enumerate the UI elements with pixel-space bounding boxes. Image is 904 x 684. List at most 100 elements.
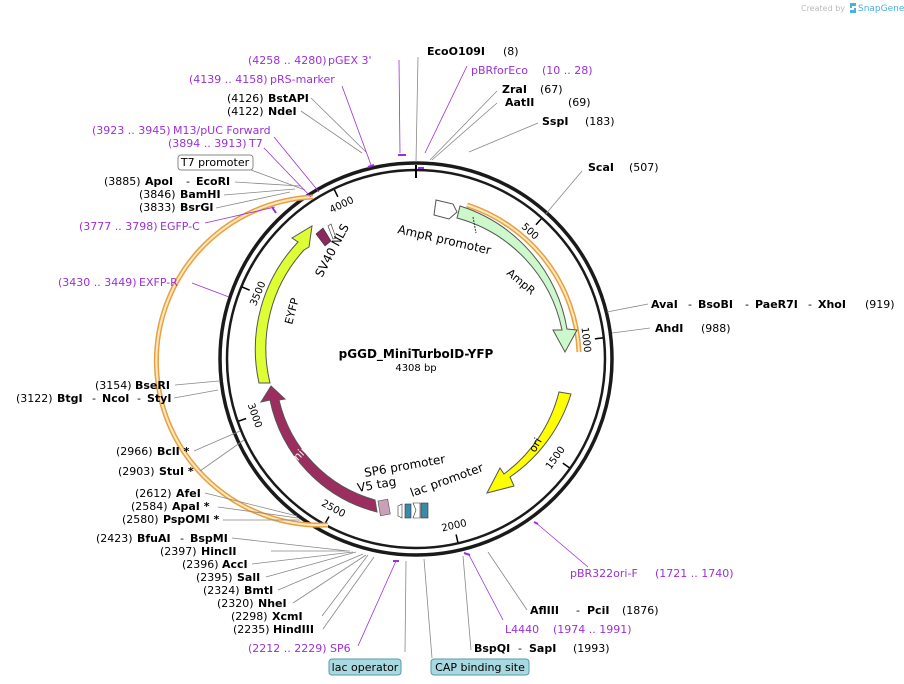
svg-text:(3154): (3154): [95, 379, 132, 392]
svg-text:EXFP-R: EXFP-R: [139, 276, 178, 289]
svg-text:(2612): (2612): [135, 487, 172, 500]
svg-text:(3777 .. 3798): (3777 .. 3798): [79, 220, 158, 233]
svg-text:SspI: SspI: [542, 115, 568, 128]
ruler-tick-label: 3000: [245, 402, 264, 430]
primer-labels: (4258 .. 4280) pGEX 3' (4139 .. 4158) pR…: [58, 54, 734, 655]
svg-text:(3833): (3833): [139, 201, 176, 214]
svg-text:(507): (507): [629, 161, 659, 174]
t7-promoter-box: T7 promoter: [177, 154, 254, 171]
svg-text:AvaI: AvaI: [651, 298, 678, 311]
svg-text:BmtI: BmtI: [244, 584, 273, 597]
svg-text:-: -: [137, 392, 141, 405]
svg-text:T7 promoter: T7 promoter: [180, 156, 250, 169]
svg-text:(2298): (2298): [231, 610, 268, 623]
svg-text:AccI: AccI: [222, 558, 248, 571]
svg-text:(1974 .. 1991): (1974 .. 1991): [553, 623, 632, 636]
svg-text:AfeI: AfeI: [176, 487, 201, 500]
svg-text:(2324): (2324): [203, 584, 240, 597]
plasmid-name: pGGD_MiniTurboID-YFP: [339, 347, 494, 362]
svg-text:(2584): (2584): [131, 500, 168, 513]
cds-track-inner: [155, 196, 329, 527]
svg-text:pBR322ori-F: pBR322ori-F: [570, 567, 638, 580]
site-labels-right: EcoO109I (8) ZraI (67) AatII (69) SspI (…: [427, 45, 895, 655]
svg-text:NheI: NheI: [258, 597, 287, 610]
ruler-tick-label: 1000: [579, 327, 593, 354]
svg-text:CAP binding site: CAP binding site: [435, 661, 525, 674]
svg-text:HincII: HincII: [201, 545, 237, 558]
svg-text:BstAPI: BstAPI: [268, 92, 309, 105]
ampr-promoter-arrow: [433, 199, 458, 220]
svg-text:BtgI: BtgI: [57, 392, 83, 405]
svg-text:BsrGI: BsrGI: [180, 201, 213, 214]
svg-text:(2395): (2395): [196, 571, 233, 584]
svg-text:(4126): (4126): [227, 92, 264, 105]
ori-arrow: [486, 391, 572, 494]
svg-text:ScaI: ScaI: [588, 161, 614, 174]
svg-text:-: -: [745, 298, 749, 311]
svg-text:pRS-marker: pRS-marker: [270, 73, 335, 86]
feature-ampr-promoter: AmpR promoter: [396, 222, 492, 257]
svg-text:L4440: L4440: [505, 623, 539, 636]
svg-text:BfuAI: BfuAI: [137, 532, 171, 545]
svg-text:(10 .. 28): (10 .. 28): [542, 64, 593, 77]
svg-text:AhdI: AhdI: [655, 322, 683, 335]
svg-text:BspQI: BspQI: [474, 642, 510, 655]
svg-text:BseRI: BseRI: [135, 379, 170, 392]
svg-text:(8): (8): [503, 45, 519, 58]
svg-text:HindIII: HindIII: [273, 623, 314, 636]
svg-text:(3894 .. 3913): (3894 .. 3913): [168, 137, 247, 150]
svg-text:-: -: [688, 298, 692, 311]
ruler-tick-label: 2000: [441, 518, 468, 534]
ampr-dots: [472, 216, 477, 234]
svg-text:(183): (183): [585, 115, 615, 128]
miniturbo-arrow: [259, 385, 378, 513]
svg-text:NcoI: NcoI: [102, 392, 129, 405]
site-labels-bottom-left: (2235) HindIII (2298) XcmI (2320) NheI (…: [16, 379, 314, 636]
svg-text:(69): (69): [568, 96, 591, 109]
feature-ori: ori: [526, 436, 544, 455]
svg-text:(2396): (2396): [182, 558, 219, 571]
svg-text:StuI *: StuI *: [159, 465, 194, 478]
svg-text:-: -: [518, 642, 522, 655]
svg-text:-: -: [180, 532, 184, 545]
svg-text:NdeI: NdeI: [268, 105, 297, 118]
svg-text:(919): (919): [865, 298, 895, 311]
ampr-arrow: [456, 205, 578, 354]
ruler-tick-label: 1500: [544, 445, 568, 472]
svg-text:(3923 .. 3945): (3923 .. 3945): [92, 124, 171, 137]
ruler-tick-label: 2500: [319, 498, 347, 520]
ruler-tick: [241, 286, 250, 291]
ruler-tick: [333, 189, 339, 198]
plasmid-size: 4308 bp: [395, 363, 436, 374]
svg-text:ApoI: ApoI: [145, 175, 173, 188]
svg-text:BamHI: BamHI: [180, 188, 221, 201]
svg-text:(2966): (2966): [116, 445, 153, 458]
feature-sp6-promoter: SP6 promoter: [363, 452, 446, 480]
svg-text:-: -: [92, 392, 96, 405]
svg-text:lac operator: lac operator: [332, 661, 399, 674]
ruler-tick: [535, 218, 542, 226]
svg-text:pGEX 3': pGEX 3': [328, 54, 372, 67]
snapgene-brand: Created by SnapGene: [801, 3, 904, 14]
svg-text:(2423): (2423): [96, 532, 133, 545]
svg-text:SapI: SapI: [529, 642, 556, 655]
svg-text:PaeR7I: PaeR7I: [755, 298, 798, 311]
svg-text:(2903): (2903): [118, 465, 155, 478]
svg-text:PciI: PciI: [587, 604, 609, 617]
svg-text:(2397): (2397): [160, 545, 197, 558]
site-label: EcoO109I: [427, 45, 485, 58]
svg-text:(2212 .. 2229): (2212 .. 2229): [248, 642, 327, 655]
svg-text:-: -: [186, 175, 190, 188]
svg-text:(4122): (4122): [227, 105, 264, 118]
svg-text:ApaI *: ApaI *: [172, 500, 210, 513]
svg-text:BsoBI: BsoBI: [698, 298, 733, 311]
svg-text:SP6: SP6: [330, 642, 351, 655]
svg-text:pBRforEco: pBRforEco: [471, 64, 528, 77]
brand-prefix: Created by: [801, 4, 845, 13]
svg-text:StyI: StyI: [147, 392, 171, 405]
v5-tag-box: [377, 498, 391, 517]
feature-ampr: AmpR: [504, 266, 538, 297]
svg-text:(3122): (3122): [16, 392, 53, 405]
primer-marks: [271, 154, 539, 562]
